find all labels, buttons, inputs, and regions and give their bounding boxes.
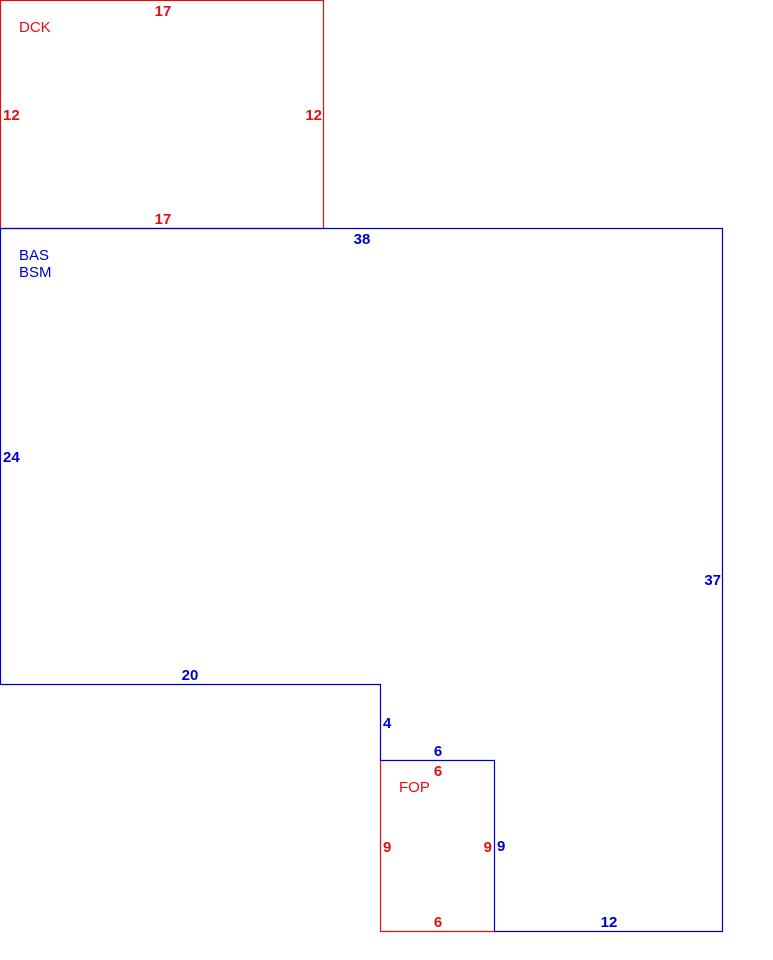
- dck-label: DCK: [19, 19, 51, 36]
- dck-dim-right: 12: [305, 107, 322, 124]
- bas-dim-right: 37: [704, 572, 721, 589]
- bas-dim-bottom-right: 12: [601, 914, 618, 931]
- fop-area: FOP 6 6 9 9: [379, 760, 495, 933]
- fop-outline: [379, 760, 495, 933]
- fop-dim-bottom: 6: [434, 914, 442, 931]
- bas-dim-left: 24: [3, 449, 20, 466]
- dck-area: DCK 17 17 12 12: [0, 0, 325, 230]
- bas-area: BAS BSM 38 24 37 20 4 6 9 12: [0, 227, 724, 933]
- bas-dim-notch-top: 6: [434, 743, 442, 760]
- fop-label: FOP: [399, 779, 430, 796]
- bas-dim-notch-side: 9: [497, 838, 505, 855]
- bas-dim-bottom-left: 20: [182, 667, 199, 684]
- dck-dim-left: 12: [3, 107, 20, 124]
- bas-dim-top: 38: [354, 231, 371, 248]
- bas-dim-step: 4: [383, 715, 392, 732]
- bas-outline: [0, 227, 724, 933]
- fop-dim-right: 9: [484, 839, 492, 856]
- dck-dim-top: 17: [155, 3, 172, 20]
- fop-dim-top: 6: [434, 763, 442, 780]
- dck-dim-bottom: 17: [155, 211, 172, 228]
- bsm-label: BSM: [19, 264, 52, 281]
- fop-dim-left: 9: [383, 839, 391, 856]
- bas-label: BAS: [19, 247, 49, 264]
